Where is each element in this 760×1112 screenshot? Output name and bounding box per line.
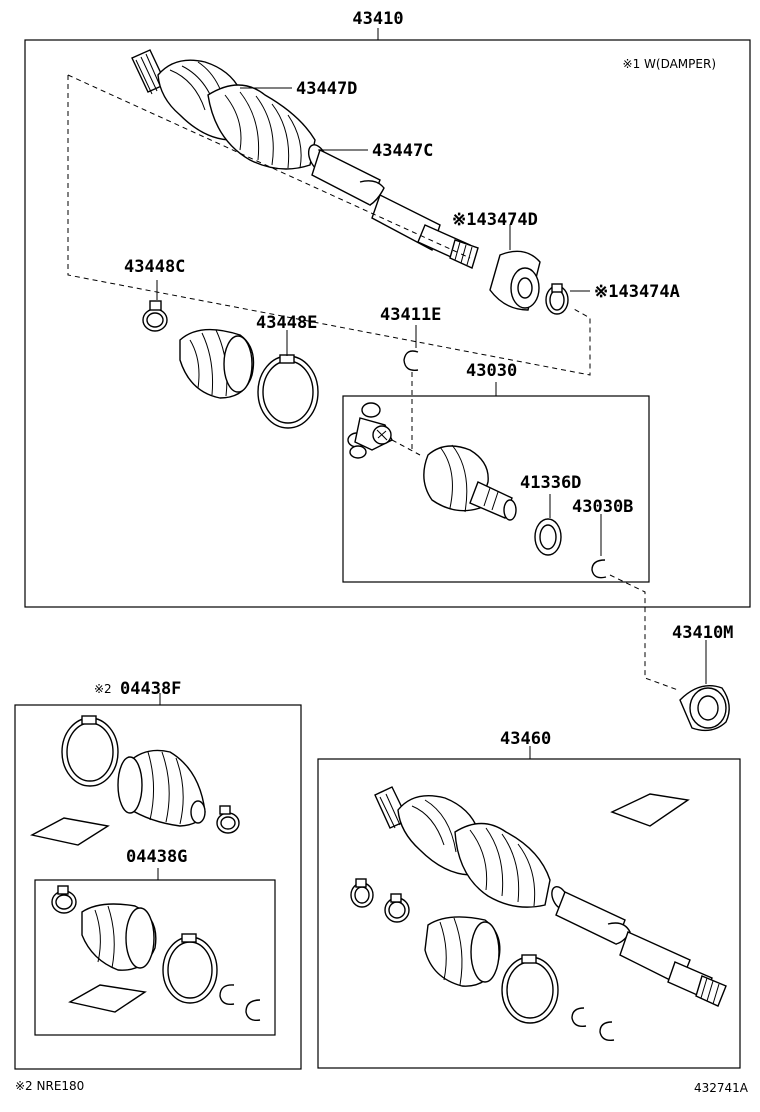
kit-box-04438G bbox=[34, 879, 276, 1036]
drive-shaft-outer bbox=[131, 49, 479, 269]
label-41336D[interactable]: 41336D bbox=[520, 473, 581, 493]
dashed-to-43410M bbox=[609, 574, 679, 691]
bearing-41336D bbox=[534, 518, 562, 556]
label-04438F[interactable]: 04438F bbox=[120, 679, 181, 699]
label-43447D[interactable]: 43447D bbox=[296, 79, 357, 99]
snap-ring-43030B bbox=[591, 559, 607, 579]
note-nre180: ※2 NRE180 bbox=[15, 1079, 84, 1093]
dashed-bracket bbox=[67, 75, 591, 376]
label-43448C[interactable]: 43448C bbox=[124, 257, 185, 277]
mark-04438F: ※2 bbox=[94, 682, 112, 696]
label-43411E[interactable]: 43411E bbox=[380, 305, 441, 325]
note-damper: ※1 W(DAMPER) bbox=[623, 57, 716, 71]
label-43460[interactable]: 43460 bbox=[500, 729, 551, 749]
label-43448E[interactable]: 43448E bbox=[256, 313, 317, 333]
drive-shaft-43460 bbox=[374, 786, 727, 1007]
inner-housing bbox=[423, 444, 517, 521]
label-43030B[interactable]: 43030B bbox=[572, 497, 633, 517]
boot-43448E bbox=[179, 328, 255, 399]
kit-43460-parts bbox=[350, 793, 690, 1042]
clamp-43448C bbox=[142, 300, 168, 332]
bearing-43410M bbox=[679, 685, 730, 732]
figure-id: 432741A bbox=[694, 1081, 749, 1095]
assembly-box-43460 bbox=[317, 758, 741, 1069]
kit-box-04438F bbox=[14, 704, 302, 1070]
damper-43474D bbox=[489, 250, 541, 311]
label-43410[interactable]: 43410 bbox=[352, 9, 403, 29]
clamp-43474A bbox=[545, 283, 569, 315]
label-04438G[interactable]: 04438G bbox=[126, 847, 187, 867]
assembly-box-43030 bbox=[342, 395, 650, 583]
label-43474A[interactable]: ※143474A bbox=[594, 282, 680, 302]
kit-04438G-parts bbox=[51, 885, 261, 1022]
assembly-box-43410 bbox=[24, 39, 751, 608]
band-43448E bbox=[257, 354, 319, 429]
label-43410M[interactable]: 43410M bbox=[672, 623, 733, 643]
kit-04438F-parts bbox=[29, 715, 240, 846]
tripod-joint bbox=[347, 402, 393, 459]
label-43030[interactable]: 43030 bbox=[466, 361, 517, 381]
label-43447C[interactable]: 43447C bbox=[372, 141, 433, 161]
label-43474D[interactable]: ※143474D bbox=[452, 210, 538, 230]
snap-ring-43411E bbox=[403, 350, 419, 371]
